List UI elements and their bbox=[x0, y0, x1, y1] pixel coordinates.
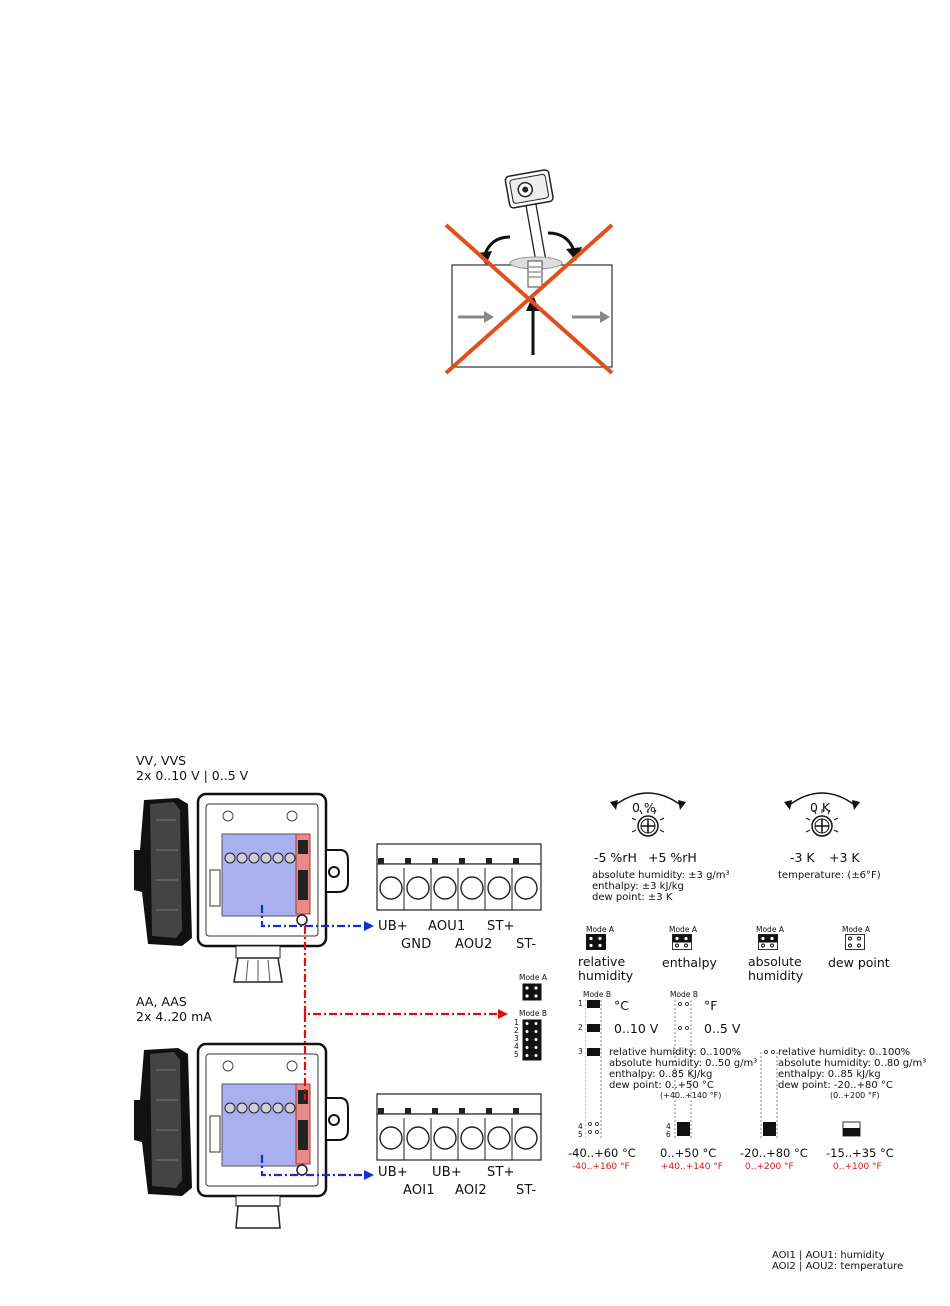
temp-range-f: +40..+140 °F bbox=[661, 1162, 723, 1172]
temp-range-c: -40..+60 °C bbox=[568, 1146, 636, 1160]
terminal-label: UB+ bbox=[378, 919, 408, 934]
legend-jumper-b bbox=[522, 1019, 542, 1061]
row-number: 4 bbox=[578, 1122, 583, 1131]
jumper-rel-humidity bbox=[586, 934, 606, 950]
terminal-label: ST+ bbox=[487, 919, 515, 934]
terminal-label: AOI2 bbox=[455, 1183, 487, 1198]
terminal-block-vv bbox=[376, 843, 542, 911]
range-left: enthalpy: 0..85 KJ/kg bbox=[609, 1069, 713, 1080]
terminal-label: UB+ bbox=[378, 1165, 408, 1180]
blue-line-vv bbox=[260, 905, 366, 928]
legend-mode-b-label: Mode B bbox=[519, 1009, 547, 1018]
mode-b-strips bbox=[585, 1000, 861, 1140]
wrong-mounting-illustration bbox=[444, 169, 614, 375]
mode-a-label: Mode A bbox=[842, 925, 870, 934]
row-number: 4 bbox=[666, 1122, 671, 1131]
offset-note: absolute humidity: ±3 g/m³ bbox=[592, 870, 730, 881]
mode-b-label: Mode B bbox=[583, 990, 611, 999]
terminal-label: UB+ bbox=[432, 1165, 462, 1180]
jumper-dew-point bbox=[845, 934, 865, 950]
mode-a-label: Mode A bbox=[669, 925, 697, 934]
temp-range-c: 0..+50 °C bbox=[660, 1146, 717, 1160]
range-right: enthalpy: 0..85 kJ/kg bbox=[778, 1069, 881, 1080]
legend-row-num: 3 bbox=[514, 1034, 519, 1043]
aa-signal: 2x 4..20 mA bbox=[136, 1009, 212, 1024]
range-right-f: (0..+200 °F) bbox=[830, 1091, 880, 1100]
temp-range-c: -15..+35 °C bbox=[826, 1146, 894, 1160]
range-right: relative humidity: 0..100% bbox=[778, 1047, 911, 1058]
range-left: dew point: 0..+50 °C bbox=[609, 1080, 714, 1091]
terminal-label: AOU1 bbox=[428, 919, 466, 934]
device-aa bbox=[134, 1042, 349, 1229]
terminal-label: ST- bbox=[516, 937, 537, 952]
offset-note: dew point: ±3 K bbox=[592, 892, 673, 903]
sensor-icon bbox=[504, 169, 554, 264]
humidity-offset-pot bbox=[610, 792, 686, 837]
device-vv bbox=[134, 792, 349, 983]
legend-row-num: 5 bbox=[514, 1050, 519, 1059]
footnote: AOI1 | AOU1: humidity bbox=[772, 1250, 885, 1261]
terminal-label: AOI1 bbox=[403, 1183, 435, 1198]
mode-a-option: absolute humidity bbox=[748, 954, 804, 983]
humidity-offset-center: 0 % bbox=[632, 800, 656, 815]
aa-title: AA, AAS bbox=[136, 994, 187, 1009]
temp-range-f: 0..+200 °F bbox=[745, 1162, 794, 1172]
legend-row-num: 1 bbox=[514, 1018, 519, 1027]
row-number: 1 bbox=[578, 999, 583, 1008]
mode-a-option: relative humidity bbox=[578, 954, 634, 983]
mode-a-option: dew point bbox=[828, 955, 890, 970]
blue-line-aa bbox=[260, 1155, 366, 1177]
vv-title: VV, VVS bbox=[136, 753, 187, 768]
mode-a-label: Mode A bbox=[756, 925, 784, 934]
terminal-label: AOU2 bbox=[455, 937, 493, 952]
output-10v: 0..10 V bbox=[614, 1021, 659, 1036]
jumper-enthalpy bbox=[672, 934, 692, 950]
footnote: AOI2 | AOU2: temperature bbox=[772, 1261, 904, 1272]
terminal-label: ST- bbox=[516, 1183, 537, 1198]
jumper-abs-humidity bbox=[758, 934, 778, 950]
vv-signal: 2x 0..10 V | 0..5 V bbox=[136, 768, 249, 783]
row-number: 3 bbox=[578, 1047, 583, 1056]
temperature-offset-center: 0 K bbox=[810, 800, 831, 815]
unit-fahrenheit: °F bbox=[704, 998, 718, 1013]
row-number: 6 bbox=[666, 1130, 671, 1139]
offset-note: enthalpy: ±3 kJ/kg bbox=[592, 881, 684, 892]
legend-row-num: 4 bbox=[514, 1042, 519, 1051]
mode-a-option: enthalpy bbox=[662, 955, 717, 970]
temperature-offset-pot bbox=[784, 792, 860, 837]
range-left: relative humidity: 0..100% bbox=[609, 1047, 742, 1058]
range-left-f: (+40..+140 °F) bbox=[660, 1091, 722, 1100]
legend-mode-a-label: Mode A bbox=[519, 973, 547, 982]
range-left: absolute humidity: 0..50 g/m³ bbox=[609, 1058, 758, 1069]
temp-range-f: 0..+100 °F bbox=[833, 1162, 882, 1172]
humidity-offset-plus: +5 %rH bbox=[648, 850, 697, 865]
temp-range-f: -40..+160 °F bbox=[572, 1162, 630, 1172]
temperature-offset-plus: +3 K bbox=[829, 850, 860, 865]
output-5v: 0..5 V bbox=[704, 1021, 741, 1036]
unit-celsius: °C bbox=[614, 998, 629, 1013]
terminal-label: ST+ bbox=[487, 1165, 515, 1180]
humidity-offset-minus: -5 %rH bbox=[594, 850, 637, 865]
mode-a-label: Mode A bbox=[586, 925, 614, 934]
legend-jumper-a bbox=[522, 983, 542, 1001]
temperature-offset-minus: -3 K bbox=[790, 850, 815, 865]
range-right: absolute humidity: 0..80 g/m³ bbox=[778, 1058, 927, 1069]
row-number: 2 bbox=[578, 1023, 583, 1032]
temp-range-c: -20..+80 °C bbox=[740, 1146, 808, 1160]
offset-note: temperature: (±6°F) bbox=[778, 870, 881, 881]
mode-b-label: Mode B bbox=[670, 990, 698, 999]
legend-row-num: 2 bbox=[514, 1026, 519, 1035]
range-right: dew point: -20..+80 °C bbox=[778, 1080, 893, 1091]
terminal-label: GND bbox=[401, 937, 432, 952]
row-number: 5 bbox=[578, 1130, 583, 1139]
terminal-block-aa bbox=[376, 1093, 542, 1161]
